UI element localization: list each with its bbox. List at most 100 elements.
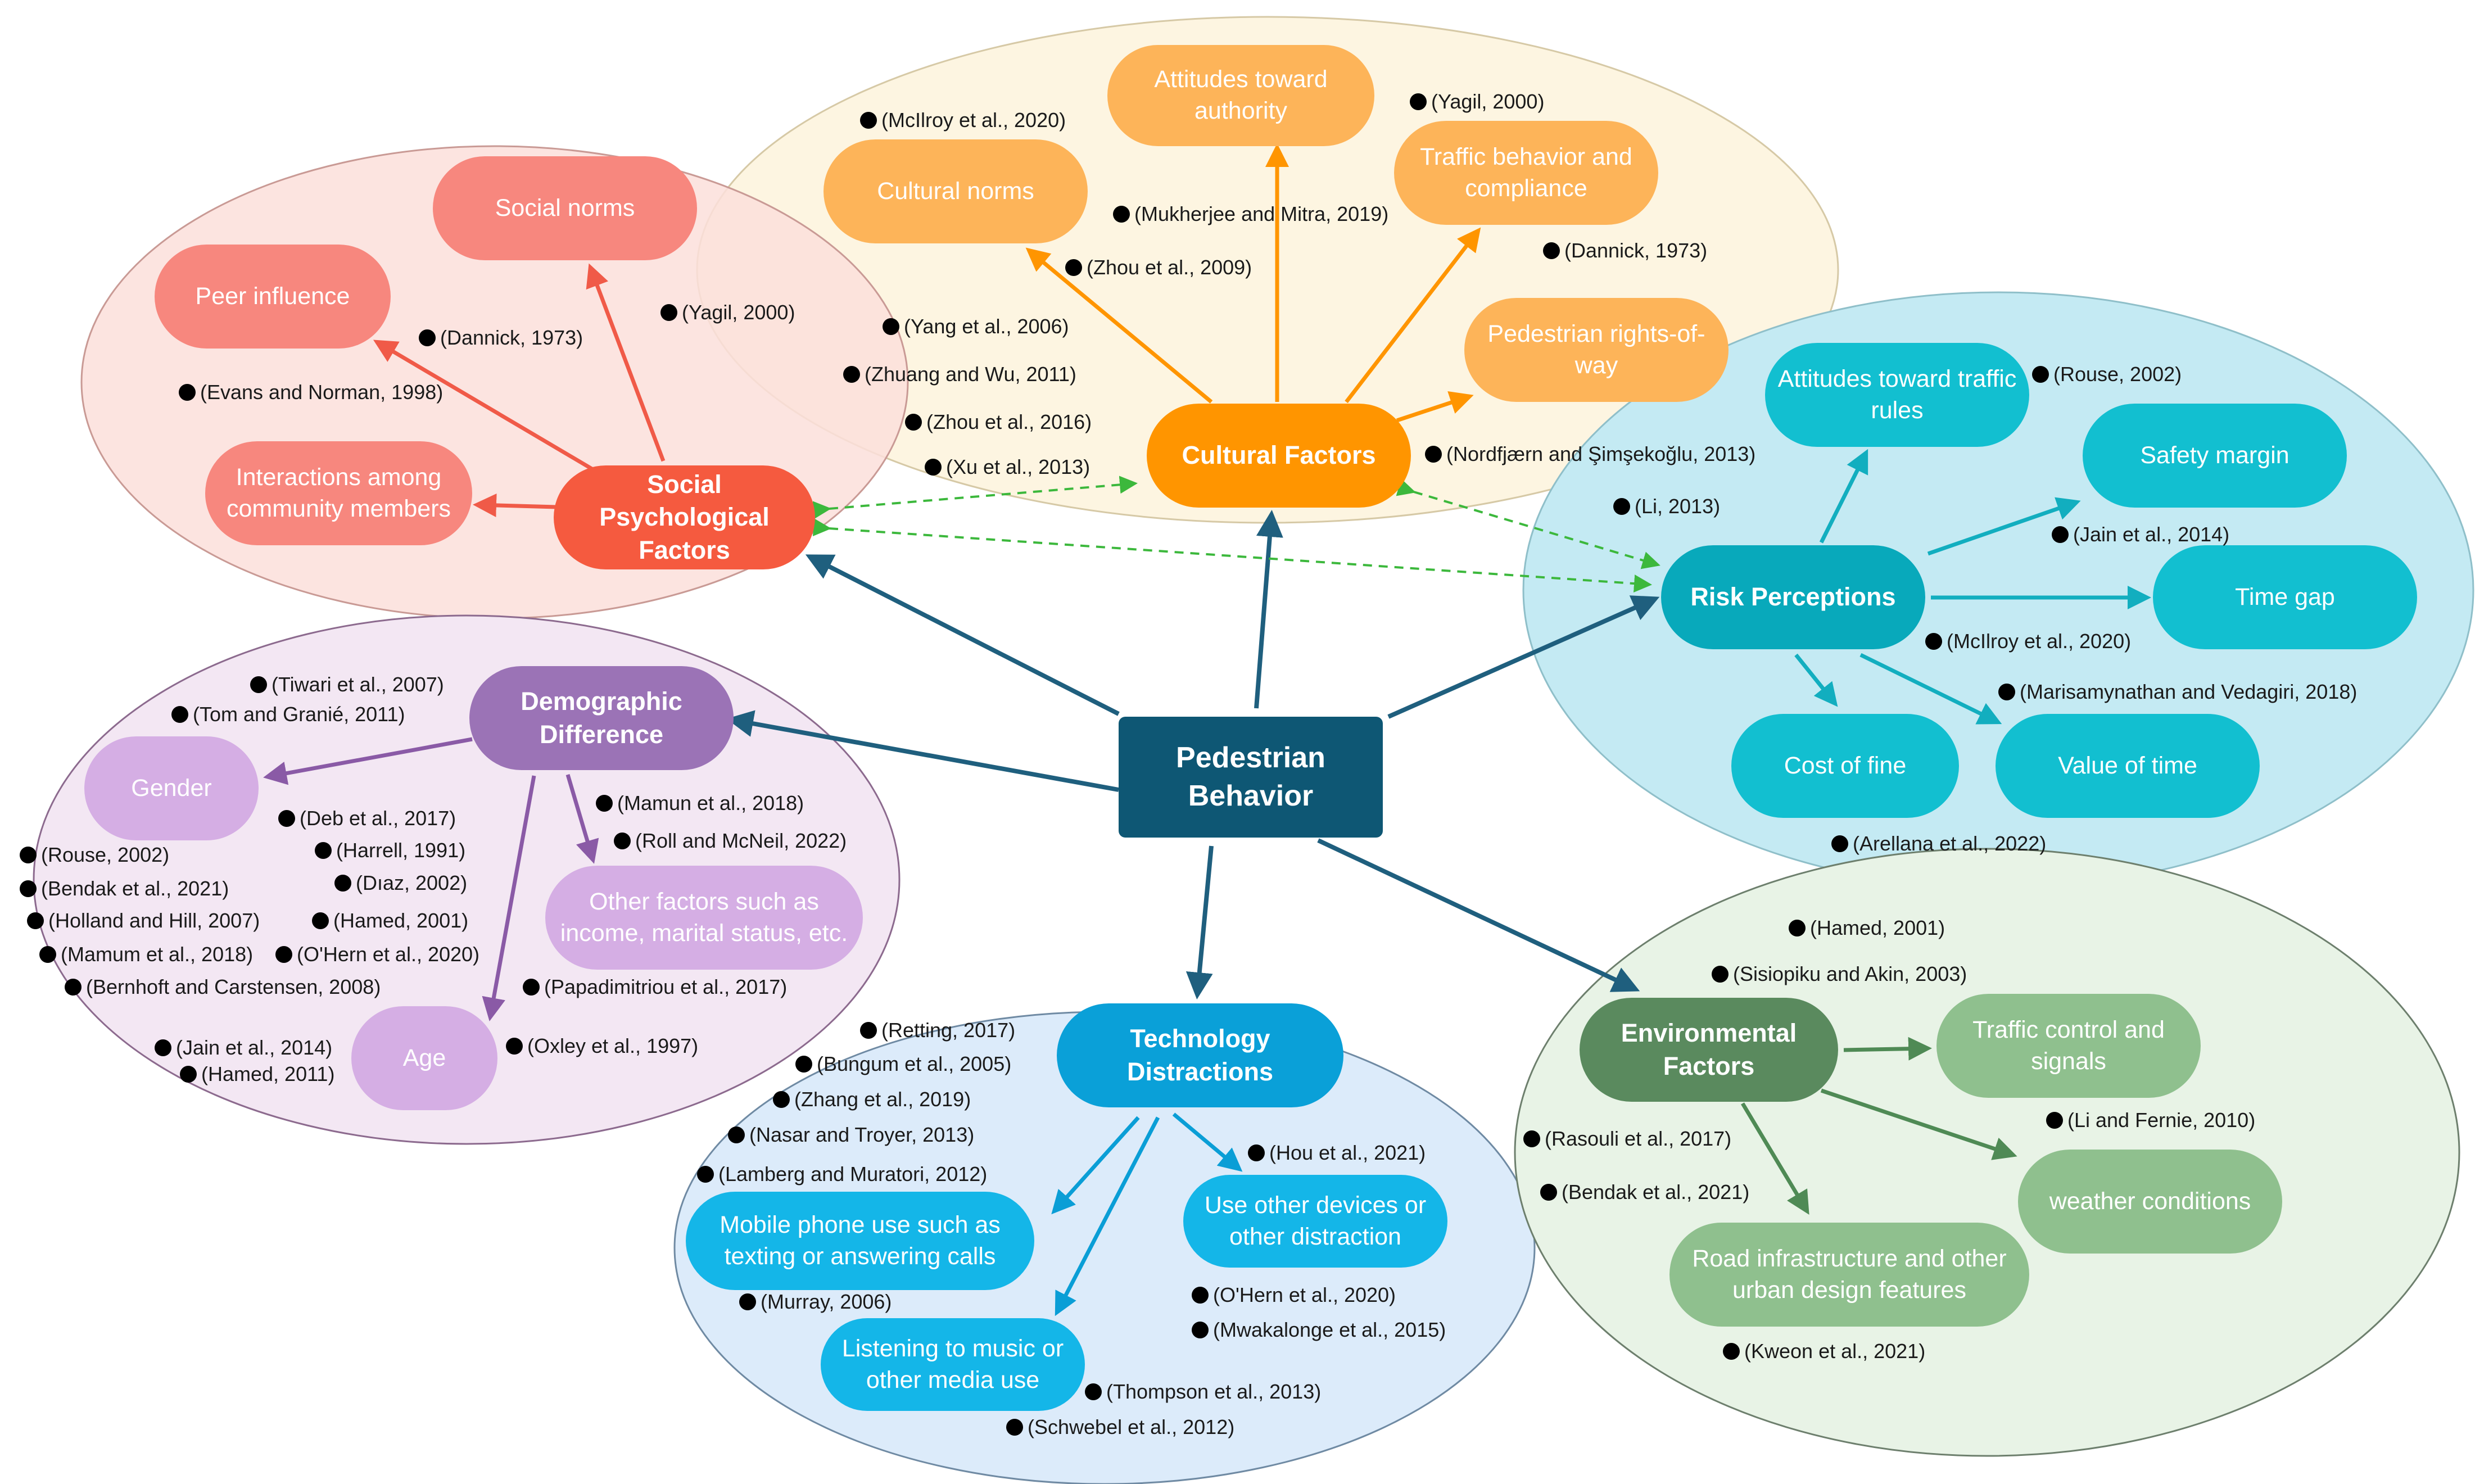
reference-citation: (Mukherjee and Mitra, 2019) (1113, 202, 1388, 226)
time-gap-node: Time gap (2153, 545, 2417, 649)
reference-citation: (Zhang et al., 2019) (773, 1088, 971, 1111)
arrow-risk-to-safety-margin (1927, 497, 2081, 556)
reference-citation: (Dannick, 1973) (1543, 239, 1707, 263)
attitudes-traffic-rules-node: Attitudes toward traffic rules (1765, 343, 2029, 447)
reference-citation: (Yang et al., 2006) (883, 315, 1069, 338)
arrow-demographic-to-other-factors (565, 774, 599, 864)
reference-citation: (Evans and Norman, 1998) (179, 381, 443, 404)
arrow-center-to-environmental (1317, 838, 1640, 992)
traffic-control-signals-node: Traffic control and signals (1936, 994, 2201, 1098)
arrow-env-to-traffic-control (1843, 1037, 1932, 1061)
reference-citation: (Xu et al., 2013) (925, 455, 1090, 479)
reference-citation: (Zhou et al., 2016) (905, 410, 1092, 434)
reference-citation: (Yagil, 2000) (660, 301, 795, 324)
music-media-node: Listening to music or other media use (821, 1318, 1085, 1411)
reference-citation: (Roll and McNeil, 2022) (614, 829, 847, 853)
cultural-norms-node: Cultural norms (824, 139, 1088, 243)
reference-citation: (Rouse, 2002) (2032, 363, 2182, 386)
risk-perceptions-node: Risk Perceptions (1661, 545, 1925, 649)
cost-of-fine-node: Cost of fine (1731, 714, 1959, 818)
reference-citation: (Dıaz, 2002) (334, 871, 467, 895)
gender-node: Gender (84, 736, 259, 840)
reference-citation: (Bernhoft and Carstensen, 2008) (65, 975, 381, 999)
arrow-tech-to-mobile-phone (1051, 1116, 1140, 1215)
safety-margin-node: Safety margin (2083, 404, 2347, 508)
arrow-demographic-to-gender (263, 737, 473, 785)
arrow-cultural-to-cultural-norms (1025, 247, 1213, 404)
weather-conditions-node: weather conditions (2018, 1150, 2282, 1254)
reference-citation: (Mwakalonge et al., 2015) (1192, 1318, 1446, 1342)
other-devices-node: Use other devices or other distraction (1183, 1175, 1447, 1268)
technology-distractions-node: Technology Distractions (1057, 1003, 1343, 1107)
road-infrastructure-node: Road infrastructure and other urban desi… (1669, 1223, 2029, 1327)
reference-citation: (O'Hern et al., 2020) (1192, 1283, 1396, 1307)
other-factors-node: Other factors such as income, marital st… (545, 866, 863, 970)
reference-citation: (McIlroy et al., 2020) (1925, 630, 2131, 653)
reference-citation: (Retting, 2017) (860, 1019, 1015, 1042)
reference-citation: (Rouse, 2002) (20, 843, 169, 867)
interactions-community-node: Interactions among community members (205, 441, 472, 545)
arrow-cultural-to-rights-of-way (1396, 391, 1474, 423)
arrow-center-to-risk (1387, 595, 1660, 719)
arrow-social-to-interactions (473, 493, 557, 517)
reference-citation: (Tiwari et al., 2007) (250, 673, 444, 696)
attitudes-toward-authority-node: Attitudes toward authority (1107, 45, 1374, 146)
reference-citation: (Jain et al., 2014) (155, 1036, 332, 1060)
reference-citation: (Hou et al., 2021) (1248, 1141, 1426, 1165)
reference-citation: (Bendak et al., 2021) (20, 877, 229, 901)
arrow-demographic-to-age (482, 775, 536, 1021)
reference-citation: (Schwebel et al., 2012) (1006, 1415, 1234, 1439)
arrow-env-to-weather (1820, 1088, 2017, 1160)
social-psychological-factors-node: Social Psychological Factors (554, 465, 815, 569)
arrow-center-to-cultural (1254, 510, 1283, 709)
reference-citation: (Li, 2013) (1613, 495, 1720, 518)
arrow-social-to-peer-influence (373, 340, 608, 480)
reference-citation: (Murray, 2006) (739, 1290, 892, 1314)
dashed-link-social-cultural (812, 476, 1138, 519)
reference-citation: (Li and Fernie, 2010) (2046, 1109, 2255, 1132)
reference-citation: (Dannick, 1973) (419, 326, 583, 350)
arrow-tech-to-music (1055, 1116, 1160, 1316)
reference-citation: (Sisiopiku and Akin, 2003) (1712, 962, 1967, 986)
arrow-social-to-social-norms (586, 263, 666, 462)
social-norms-node: Social norms (433, 156, 697, 260)
reference-citation: (Hamed, 2001) (312, 909, 468, 933)
reference-citation: (Mamum et al., 2018) (39, 943, 253, 966)
reference-citation: (Tom and Granié, 2011) (171, 703, 405, 726)
reference-citation: (Marisamynathan and Vedagiri, 2018) (1998, 680, 2357, 704)
dashed-link-social-risk (812, 518, 1652, 593)
environmental-group-region (1514, 848, 2460, 1457)
arrow-risk-to-attitudes (1819, 449, 1868, 544)
pedestrian-rights-of-way-node: Pedestrian rights-of- way (1464, 298, 1729, 402)
arrow-risk-to-value-of-time (1859, 653, 2002, 725)
reference-citation: (Rasouli et al., 2017) (1523, 1127, 1731, 1151)
arrow-risk-to-cost-of-fine (1794, 653, 1838, 707)
arrow-center-to-technology (1186, 845, 1214, 999)
reference-citation: (Nasar and Troyer, 2013) (728, 1123, 974, 1147)
reference-citation: (Harrell, 1991) (315, 839, 465, 862)
reference-citation: (Lamberg and Muratori, 2012) (697, 1162, 987, 1186)
value-of-time-node: Value of time (1996, 714, 2260, 818)
arrow-tech-to-other-devices (1172, 1112, 1243, 1172)
pedestrian-behavior-node: Pedestrian Behavior (1119, 717, 1383, 838)
reference-citation: (Holland and Hill, 2007) (27, 909, 260, 933)
traffic-behavior-compliance-node: Traffic behavior and compliance (1394, 121, 1658, 225)
arrow-center-to-demographic (726, 710, 1119, 792)
reference-citation: (Deb et al., 2017) (278, 807, 456, 830)
reference-citation: (O'Hern et al., 2020) (275, 943, 479, 966)
reference-citation: (Arellana et al., 2022) (1831, 832, 2046, 856)
arrow-center-to-social (805, 554, 1120, 716)
reference-citation: (Zhuang and Wu, 2011) (843, 363, 1076, 386)
arrow-cultural-to-traffic-behavior (1345, 227, 1481, 404)
reference-citation: (Nordfjærn and Şimşekoğlu, 2013) (1425, 442, 1755, 466)
age-node: Age (351, 1006, 497, 1110)
reference-citation: (Thompson et al., 2013) (1085, 1380, 1321, 1404)
reference-citation: (Kweon et al., 2021) (1723, 1340, 1925, 1363)
reference-citation: (Yagil, 2000) (1410, 90, 1544, 114)
reference-citation: (Zhou et al., 2009) (1065, 256, 1252, 279)
arrow-env-to-road-infrastructure (1740, 1102, 1809, 1215)
reference-citation: (Oxley et al., 1997) (506, 1034, 698, 1058)
mobile-phone-use-node: Mobile phone use such as texting or answ… (686, 1192, 1034, 1290)
dashed-link-cultural-risk (1396, 478, 1660, 569)
